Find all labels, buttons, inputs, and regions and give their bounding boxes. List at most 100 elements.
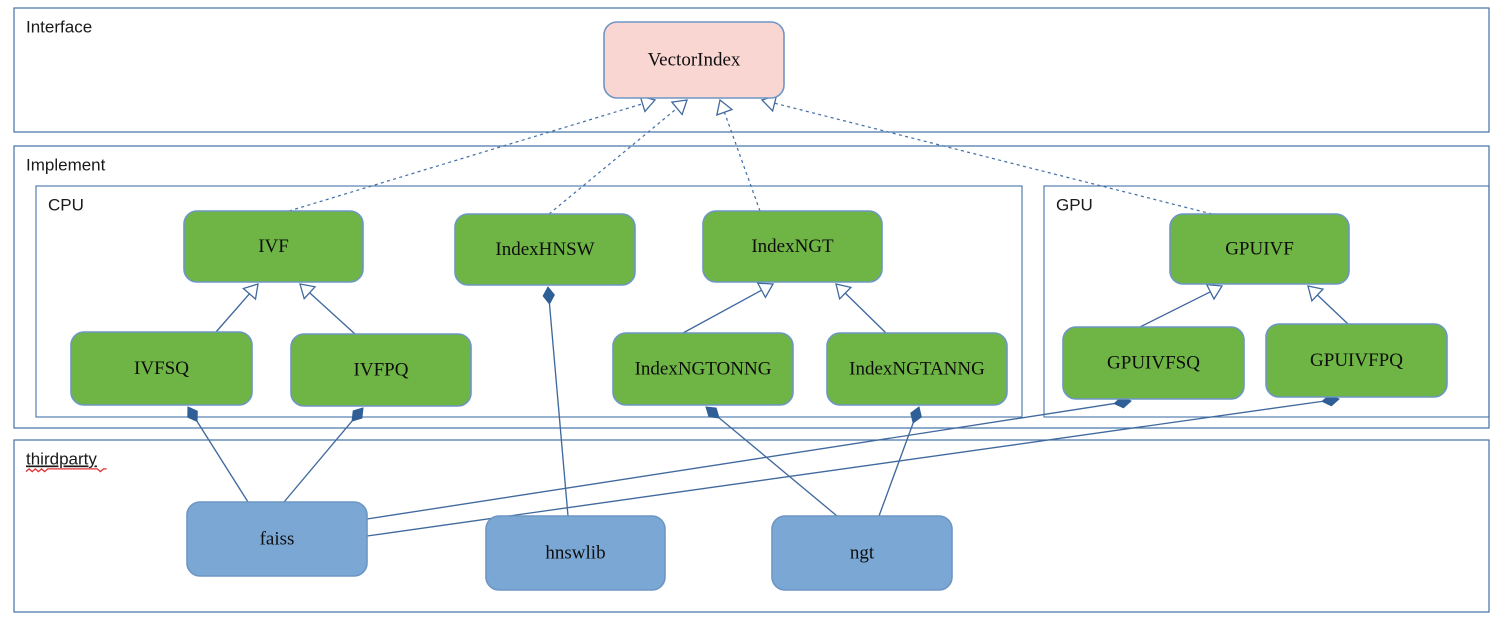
edge-faiss-ivfpq (283, 407, 364, 503)
edge-line-ivf-vectorindex (288, 103, 643, 212)
spellcheck-squiggle-thirdparty (25, 468, 107, 473)
inheritance-arrow-icon (756, 282, 775, 299)
class-node-ivfpq[interactable]: IVFPQ (290, 333, 472, 407)
class-node-label-ivfpq: IVFPQ (354, 359, 409, 380)
class-node-label-ivfsq: IVFSQ (134, 358, 189, 379)
edge-indexngtanng-indexngt (835, 283, 887, 334)
composition-diamond-icon (910, 406, 922, 424)
edge-line-ivfsq-ivf (215, 293, 250, 333)
class-node-label-ivf: IVF (258, 236, 289, 257)
edge-line-gpuivf-vectorindex (774, 102, 1213, 215)
class-node-label-vectorindex: VectorIndex (648, 49, 741, 70)
edge-indexngtonng-indexngt (682, 282, 775, 334)
composition-diamond-icon (705, 406, 720, 419)
edge-line-indexngt-vectorindex (723, 112, 761, 212)
class-node-label-indexngtanng: IndexNGTANNG (849, 358, 985, 379)
class-node-label-gpuivf: GPUIVF (1225, 238, 1294, 259)
group-frame-thirdparty (13, 439, 1490, 613)
class-node-box-ivfpq[interactable] (290, 333, 472, 407)
edge-line-ivfpq-ivf (309, 292, 356, 335)
edge-hnswlib-indexhnsw (542, 286, 569, 517)
class-node-label-indexhnsw: IndexHNSW (495, 239, 594, 260)
edge-line-faiss-gpuivfsq (366, 402, 1115, 520)
class-node-label-hnswlib: hnswlib (545, 542, 605, 563)
inheritance-arrow-icon (715, 98, 734, 116)
class-node-box-ivfsq[interactable] (70, 331, 253, 406)
edge-ivfsq-ivf (215, 283, 259, 333)
class-node-box-ivf[interactable] (183, 210, 364, 283)
edge-line-gpuivfpq-gpuivf (1316, 294, 1349, 325)
class-node-ivf[interactable]: IVF (183, 210, 364, 283)
edge-line-hnswlib-indexhnsw (548, 303, 569, 517)
class-node-gpuivf[interactable]: GPUIVF (1169, 213, 1350, 285)
edge-ngt-indexngtonng (705, 406, 838, 517)
group-label-implement: Implement (26, 155, 106, 174)
edge-line-indexngtanng-indexngt (844, 292, 887, 334)
edge-line-ngt-indexngtonng (718, 417, 838, 517)
class-node-gpuivfsq[interactable]: GPUIVFSQ (1062, 326, 1245, 400)
group-label-gpu: GPU (1056, 195, 1093, 214)
composition-diamond-icon (351, 407, 364, 422)
edge-line-ngt-indexngtanng (878, 422, 914, 517)
class-node-faiss[interactable]: faiss (186, 501, 368, 577)
edge-ivf-vectorindex (288, 95, 657, 212)
group-frame-gpu (1043, 185, 1490, 418)
class-node-indexngtonng[interactable]: IndexNGTONNG (612, 332, 794, 406)
edge-faiss-gpuivfpq (366, 394, 1340, 537)
edge-indexhnsw-vectorindex (548, 99, 688, 215)
edge-line-faiss-ivfpq (283, 420, 353, 503)
class-node-box-vectorindex[interactable] (603, 21, 785, 99)
class-node-box-gpuivfsq[interactable] (1062, 326, 1245, 400)
class-node-indexngt[interactable]: IndexNGT (702, 210, 883, 283)
inheritance-arrow-icon (242, 283, 259, 301)
composition-diamond-icon (542, 286, 555, 305)
class-node-box-indexngt[interactable] (702, 210, 883, 283)
class-node-box-indexngtanng[interactable] (826, 332, 1008, 406)
edge-gpuivf-vectorindex (760, 94, 1213, 215)
class-node-box-indexngtonng[interactable] (612, 332, 794, 406)
class-node-label-indexngt: IndexNGT (751, 236, 834, 257)
edge-line-gpuivfsq-gpuivf (1139, 291, 1211, 328)
class-node-box-ngt[interactable] (771, 515, 953, 591)
group-interface: Interface (13, 7, 1490, 133)
composition-diamond-icon (187, 406, 198, 423)
edge-line-indexngtonng-indexngt (682, 289, 762, 334)
class-node-box-hnswlib[interactable] (485, 515, 666, 591)
inheritance-arrow-icon (835, 283, 853, 301)
class-node-label-gpuivfpq: GPUIVFPQ (1310, 350, 1403, 371)
class-node-ngt[interactable]: ngt (771, 515, 953, 591)
class-node-box-gpuivf[interactable] (1169, 213, 1350, 285)
edge-gpuivfsq-gpuivf (1139, 283, 1224, 328)
class-node-indexhnsw[interactable]: IndexHNSW (454, 213, 636, 286)
edge-ivfpq-ivf (299, 283, 356, 335)
class-node-indexngtanng[interactable]: IndexNGTANNG (826, 332, 1008, 406)
inheritance-arrow-icon (1205, 283, 1224, 301)
class-node-label-gpuivfsq: GPUIVFSQ (1107, 352, 1200, 373)
group-label-thirdparty: thirdparty (26, 449, 97, 468)
class-node-hnswlib[interactable]: hnswlib (485, 515, 666, 591)
class-node-box-faiss[interactable] (186, 501, 368, 577)
class-node-box-gpuivfpq[interactable] (1265, 323, 1448, 398)
edge-faiss-ivfsq (187, 406, 249, 503)
class-node-vectorindex[interactable]: VectorIndex (603, 21, 785, 99)
edge-ngt-indexngtanng (878, 406, 922, 517)
group-label-cpu: CPU (48, 195, 84, 214)
edge-indexngt-vectorindex (715, 98, 761, 212)
class-node-box-indexhnsw[interactable] (454, 213, 636, 286)
inheritance-arrow-icon (1307, 285, 1325, 303)
class-node-ivfsq[interactable]: IVFSQ (70, 331, 253, 406)
edge-line-indexhnsw-vectorindex (548, 107, 678, 215)
relationship-edges-layer (187, 94, 1349, 537)
group-cpu: CPU (35, 185, 1023, 418)
edge-line-faiss-gpuivfpq (366, 400, 1323, 537)
inheritance-arrow-icon (670, 99, 688, 116)
group-frame-cpu (35, 185, 1023, 418)
class-node-gpuivfpq[interactable]: GPUIVFPQ (1265, 323, 1448, 398)
group-gpu: GPU (1043, 185, 1490, 418)
class-node-label-ngt: ngt (850, 542, 875, 563)
group-frame-interface (13, 7, 1490, 133)
edge-line-faiss-ivfsq (196, 421, 249, 503)
group-thirdparty: thirdparty (13, 439, 1490, 613)
